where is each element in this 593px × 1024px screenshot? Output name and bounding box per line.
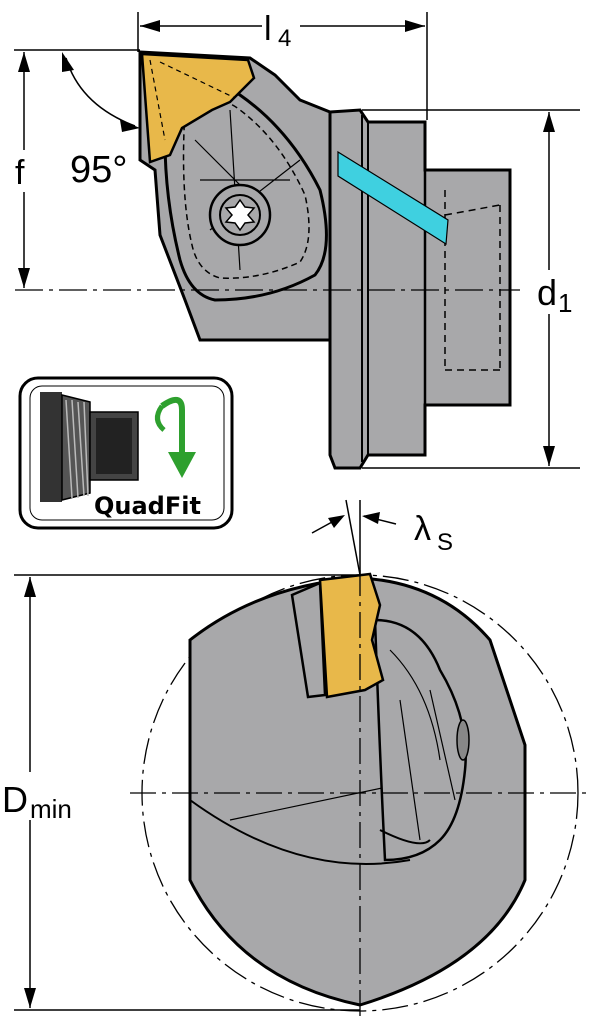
quadfit-label: QuadFit: [94, 492, 201, 520]
quadfit-badge: QuadFit: [18, 376, 234, 530]
dmin-label: D: [2, 779, 28, 820]
dimension-dmin: D min: [0, 574, 360, 1011]
dimension-d1: d 1: [362, 109, 587, 469]
dimension-l4: l 4: [137, 6, 428, 120]
rotation-arrow-icon: [155, 397, 196, 478]
lambda-subscript: S: [437, 529, 453, 556]
l4-label: l: [264, 10, 272, 48]
angle-label: 95°: [70, 149, 127, 191]
dmin-subscript: min: [30, 794, 72, 824]
dimension-f: f: [12, 49, 140, 288]
quadfit-coupling-icon: [40, 392, 139, 502]
cutting-insert: [140, 52, 256, 164]
tool-front-view: [130, 570, 590, 1020]
front-insert: [318, 572, 385, 699]
angle-95: 95°: [62, 52, 140, 191]
coolant-channel: [337, 150, 449, 246]
d1-subscript: 1: [558, 288, 572, 318]
tool-side-view: [15, 50, 520, 470]
f-label: f: [15, 154, 25, 192]
lambda-label: λ: [414, 510, 431, 548]
d1-label: d: [537, 272, 557, 313]
dimension-lambda-s: λ S: [311, 499, 453, 576]
l4-subscript: 4: [278, 25, 291, 52]
